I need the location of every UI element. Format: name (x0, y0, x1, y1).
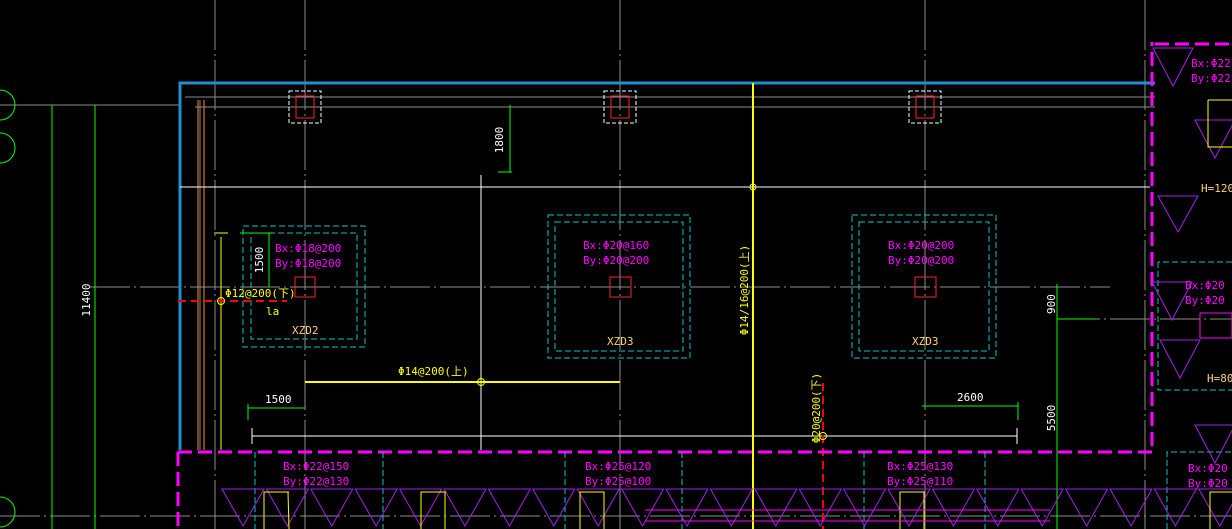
pile-triangle-icon (1159, 339, 1201, 380)
axis-bubbles (0, 89, 96, 529)
pile-triangle-icon (1153, 488, 1198, 528)
dimension-top: 1800 (493, 127, 506, 154)
pile-cap-height: H=80 (1207, 372, 1232, 385)
pile-cap-boundary (176, 42, 1232, 529)
footing-bx: Bx:Φ20@160 (583, 239, 649, 252)
dimension-lines (240, 105, 1095, 529)
bottom-beam-lines (645, 509, 1050, 522)
pile-triangles (221, 47, 1232, 528)
pile-triangle-icon (1194, 424, 1232, 465)
pile-cap-by: By:Φ20 (1188, 477, 1228, 490)
footing-id: XZD2 (292, 324, 319, 337)
rebar-lines (178, 83, 827, 529)
footing-by: By:Φ20@200 (583, 254, 649, 267)
pile-cap-by: By:Φ25@100 (585, 475, 651, 488)
pile-cap-column (1199, 312, 1232, 339)
pile-cap-bx: Bx:Φ20 (1185, 279, 1225, 292)
pile-cap-bx: Bx:Φ20 (1188, 462, 1228, 475)
pile-triangle-icon (620, 488, 665, 528)
pile-triangle-icon (931, 488, 976, 528)
pile-triangle-icon (1064, 488, 1109, 528)
pile-triangle-icon (265, 488, 310, 528)
footing-bx: Bx:Φ18@200 (275, 242, 341, 255)
pile-cap-by: By:Φ22@130 (283, 475, 349, 488)
rebar-label-vertical-bottom: Φ20@200(下) (810, 373, 823, 444)
pile-cap-bx: Bx:Φ22@150 (283, 460, 349, 473)
rebar-label-vertical-top: Φ14/16@200(上) (738, 245, 751, 335)
pile-triangle-icon (531, 488, 576, 528)
pile-triangle-icon (798, 488, 843, 528)
bottom-footings (254, 261, 1232, 529)
pile-triangle-icon (1197, 488, 1232, 528)
pile-cap-by: By:Φ25@110 (887, 475, 953, 488)
rebar-label-mid-top: Φ14@200(上) (398, 365, 469, 378)
pile-triangle-icon (1151, 281, 1193, 322)
dimension-right-lower: 5500 (1045, 405, 1058, 432)
pile-triangle-icon (354, 488, 399, 528)
pile-triangle-icon (487, 488, 532, 528)
footing-xzd2[interactable] (242, 225, 366, 348)
footing-bx: Bx:Φ20@200 (888, 239, 954, 252)
footing-xzd3-middle[interactable] (547, 214, 691, 359)
pile-triangle-icon (1194, 119, 1232, 160)
pile-triangle-icon (887, 488, 931, 528)
pile-triangle-icon (709, 488, 754, 528)
pile-cap-height: H=120 (1201, 182, 1232, 195)
dimension-right-horizontal: 2600 (957, 391, 984, 404)
pile-triangle-icon (1020, 488, 1065, 528)
pile-cap-by: By:Φ20 (1185, 294, 1225, 307)
footing-by: By:Φ18@200 (275, 257, 341, 270)
pile-triangle-icon (1109, 488, 1153, 528)
pile-triangle-icon (665, 488, 709, 528)
footing-id: XZD3 (912, 335, 939, 348)
footing-xzd3-right[interactable] (851, 214, 997, 359)
wall-outline (178, 81, 1155, 450)
rebar-label-left-bottom: Φ12@200(下) (225, 287, 296, 300)
pile-triangle-icon (842, 488, 887, 528)
pile-triangle-icon (443, 488, 487, 528)
pile-triangle-icon (753, 488, 798, 528)
pile-triangle-icon (221, 488, 265, 528)
pile-triangle-icon (975, 488, 1020, 528)
rebar-label-anchor: la (266, 305, 279, 318)
dimension-left-horizontal: 1500 (265, 393, 292, 406)
footing-by: By:Φ20@200 (888, 254, 954, 267)
pile-triangle-icon (398, 488, 443, 528)
pile-cap-bx: Bx:Φ22 (1191, 57, 1231, 70)
pile-triangle-icon (1152, 47, 1194, 88)
pile-triangle-icon (576, 488, 621, 528)
footing-id: XZD3 (607, 335, 634, 348)
pile-cap-bx: Bx:Φ25@120 (585, 460, 651, 473)
columns (288, 90, 942, 124)
dimension-left-vertical: 1500 (253, 247, 266, 274)
dimension-overall: 11400 (80, 283, 93, 316)
pile-cap-bx: Bx:Φ25@130 (887, 460, 953, 473)
pile-triangle-icon (1157, 195, 1199, 234)
pile-triangle-icon (309, 488, 354, 528)
pile-cap-by: By:Φ22 (1191, 72, 1231, 85)
dimension-right-upper: 900 (1045, 294, 1058, 314)
